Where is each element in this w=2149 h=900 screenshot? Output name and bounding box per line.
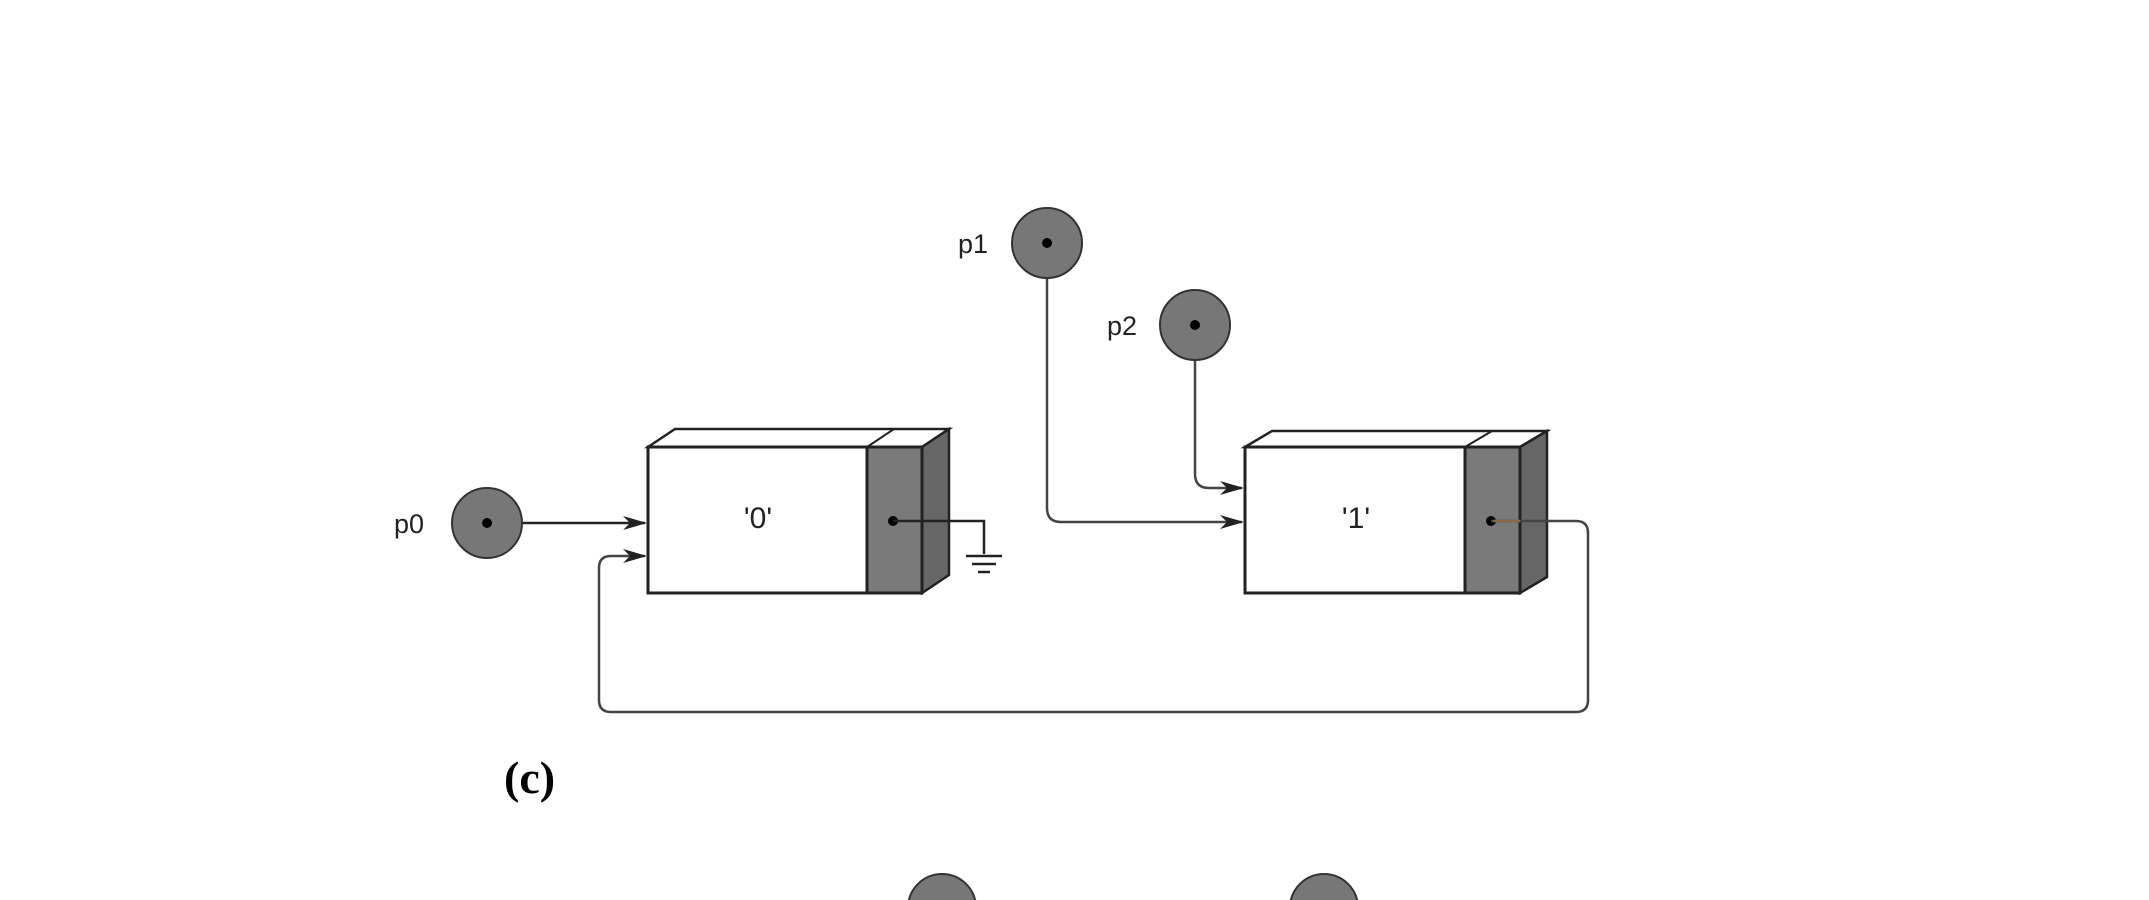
wire-p1-to-node-1	[1045, 243, 1244, 529]
node-0-label: '0'	[744, 502, 772, 535]
node-1-front	[1243, 445, 1467, 595]
node-1-top-divider	[1464, 430, 1493, 448]
wire-p2-to-node-1	[1193, 325, 1244, 495]
node-1-top-face	[1240, 429, 1552, 449]
node-0-side-face	[920, 426, 951, 596]
node-0-top-divider	[866, 428, 895, 448]
place-p2-dot	[1190, 320, 1200, 330]
node-0-front	[646, 445, 869, 595]
place-p0-dot	[482, 518, 492, 528]
next-figure-partial	[907, 873, 1359, 900]
place-p1-label: p1	[958, 229, 988, 259]
node-0-box[interactable]: '0'	[643, 426, 954, 596]
place-p2-label: p2	[1107, 311, 1137, 341]
place-p1[interactable]: p1	[958, 207, 1083, 279]
place-p0-label: p0	[394, 509, 424, 539]
place-p1-dot	[1042, 238, 1052, 248]
wire-node-0-to-ground	[893, 519, 986, 554]
node-1-box[interactable]: '1'	[1240, 428, 1552, 596]
node-0-top-face	[643, 427, 954, 449]
next-figure-place-left	[907, 873, 977, 900]
node-1-side-face	[1518, 428, 1549, 596]
place-p0[interactable]: p0	[394, 487, 523, 559]
node-1-label: '1'	[1342, 502, 1370, 535]
next-figure-place-right	[1289, 873, 1359, 900]
place-p2[interactable]: p2	[1107, 289, 1231, 361]
ground-icon	[966, 554, 1002, 574]
figure-caption: (c)	[504, 752, 555, 803]
wire-node-1-feedback-to-node-0	[597, 519, 1590, 714]
